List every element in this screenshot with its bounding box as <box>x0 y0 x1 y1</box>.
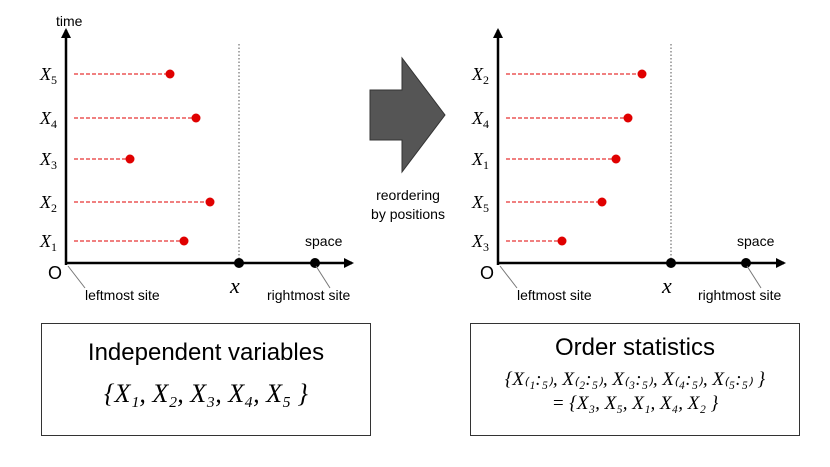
reorder-arrow-shape <box>369 56 446 174</box>
right-rightmost-point <box>741 258 751 268</box>
left-x-marker-label: x <box>229 273 240 298</box>
left-row-label: X2 <box>39 192 57 215</box>
right-leftmost-label: leftmost site <box>517 287 592 303</box>
right-row-point <box>597 197 607 207</box>
right-origin-label: O <box>480 263 494 283</box>
right-row-label: X3 <box>471 231 489 254</box>
order-statistics-equality: = {X₃, X₅, X₁, X₄, X₂ } <box>551 393 719 414</box>
right-row-label: X1 <box>471 149 489 172</box>
left-row-point <box>165 69 175 79</box>
independent-variables-set: {X₁, X₂, X₃, X₄, X₅ } <box>104 379 308 408</box>
right-row-point <box>623 113 633 123</box>
order-statistics-set: {X₍₁:₅₎, X₍₂:₅₎, X₍₃:₅₎, X₍₄:₅₎, X₍₅:₅₎ … <box>504 369 766 390</box>
left-x-axis-label: space <box>305 233 343 249</box>
left-panel: time space O x leftmost site rightmost s… <box>39 13 354 303</box>
order-statistics-title: Order statistics <box>554 334 716 361</box>
left-row-point <box>205 197 215 207</box>
right-x-marker-point <box>666 258 676 268</box>
right-x-axis-label: space <box>737 233 775 249</box>
reorder-arrow: reordering by positions <box>369 56 446 222</box>
right-row-point <box>637 69 647 79</box>
right-row-label: X2 <box>471 64 489 87</box>
right-panel: space O x leftmost site rightmost site X… <box>471 28 786 303</box>
left-row-point <box>125 154 135 164</box>
right-leftmost-leader <box>499 265 518 289</box>
left-row-label: X5 <box>39 64 57 87</box>
right-row-label: X4 <box>471 108 489 131</box>
independent-variables-box: Independent variables {X₁, X₂, X₃, X₄, X… <box>41 323 371 436</box>
left-rightmost-point <box>310 258 320 268</box>
left-rightmost-leader <box>315 265 331 289</box>
left-row-label: X1 <box>39 231 57 254</box>
left-leftmost-label: leftmost site <box>85 287 160 303</box>
left-row-label: X3 <box>39 149 57 172</box>
left-origin-label: O <box>48 263 62 283</box>
left-leftmost-leader <box>67 265 86 289</box>
left-row-point <box>179 236 189 246</box>
right-row-label: X5 <box>471 192 489 215</box>
left-row-label: X4 <box>39 108 57 131</box>
order-statistics-box: Order statistics {X₍₁:₅₎, X₍₂:₅₎, X₍₃:₅₎… <box>470 323 800 436</box>
right-row-point <box>557 236 567 246</box>
left-y-axis-label: time <box>56 13 83 29</box>
reorder-label-1: reordering <box>376 187 440 203</box>
right-x-marker-label: x <box>661 273 672 298</box>
reorder-label-2: by positions <box>371 206 445 222</box>
right-rightmost-label: rightmost site <box>698 287 781 303</box>
independent-variables-title: Independent variables <box>87 339 325 366</box>
left-x-marker-point <box>234 258 244 268</box>
left-row-point <box>191 113 201 123</box>
right-rightmost-leader <box>746 265 762 289</box>
right-row-point <box>611 154 621 164</box>
left-rightmost-label: rightmost site <box>267 287 350 303</box>
